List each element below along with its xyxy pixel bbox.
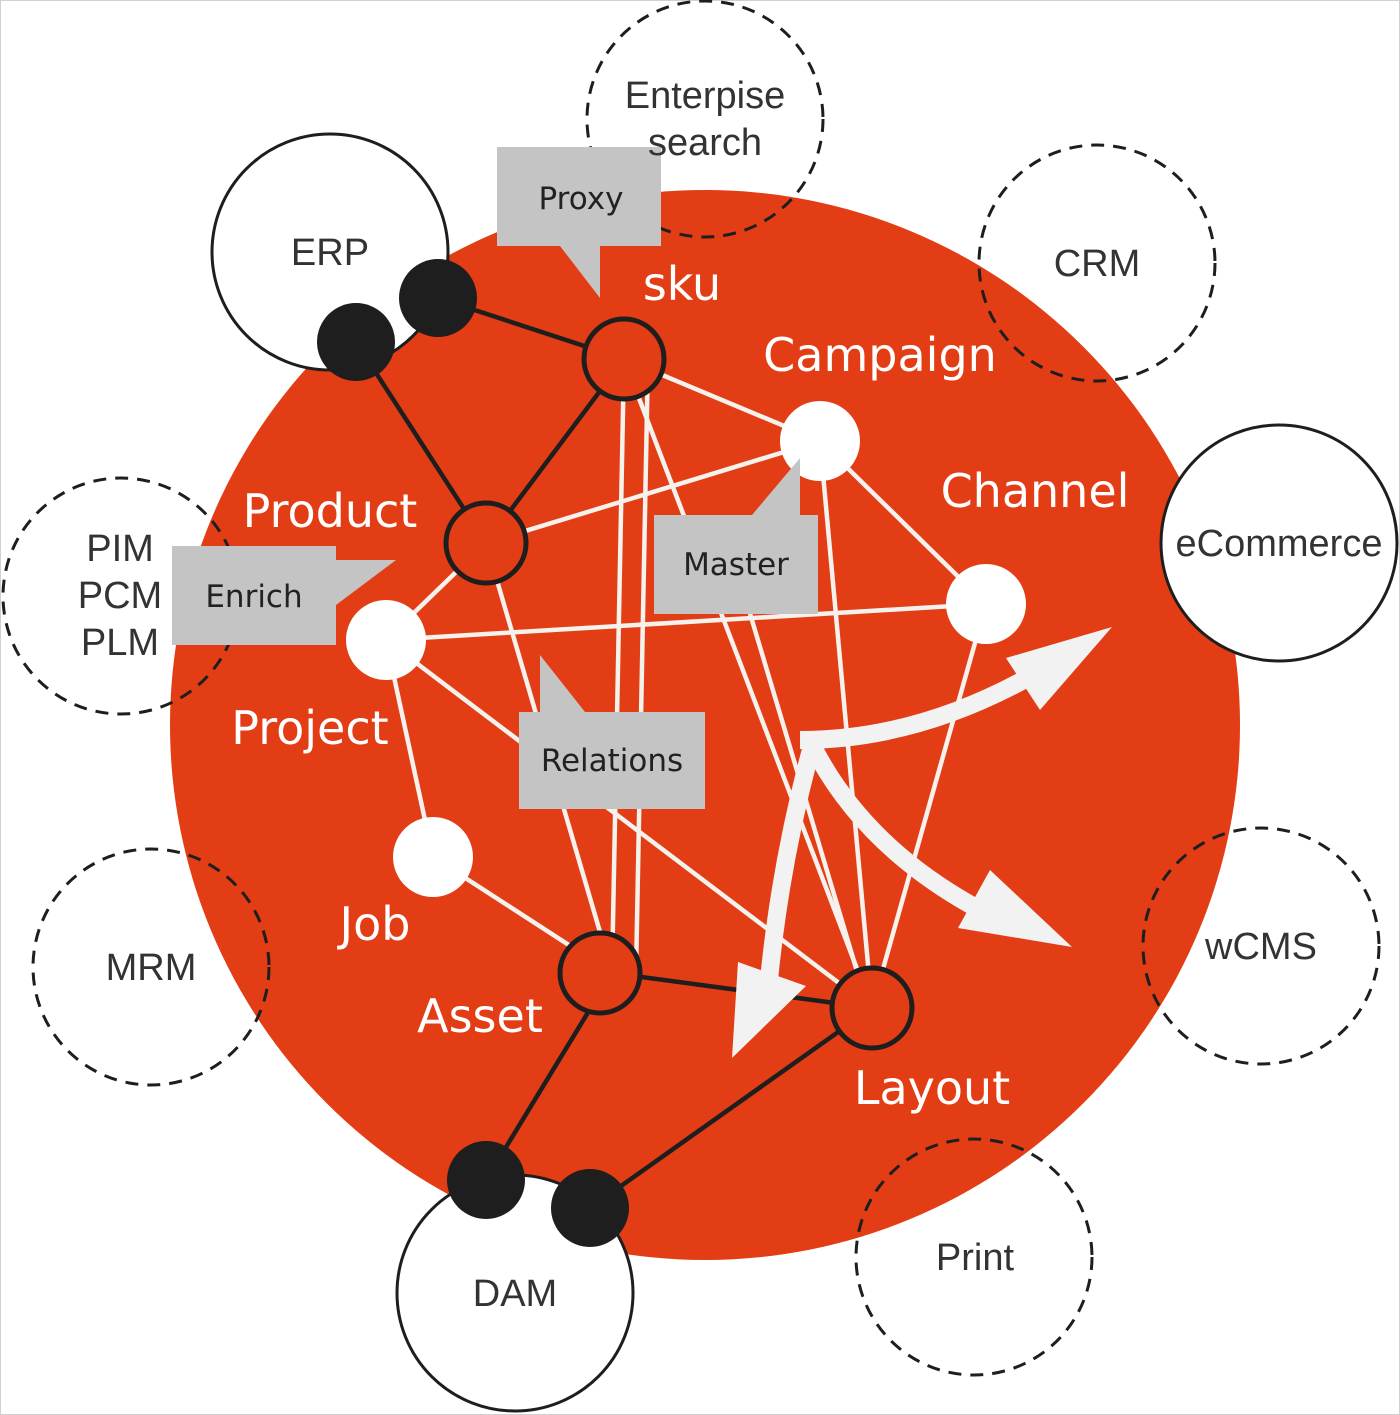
channel-node <box>946 564 1026 644</box>
project-label: Project <box>231 701 388 755</box>
edge-sku-asset-1 <box>609 358 627 974</box>
arrow-to-wcms-head <box>958 870 1072 947</box>
campaign-label: Campaign <box>763 328 997 382</box>
arrow-to-print <box>759 732 824 991</box>
wcms-circle <box>1141 826 1381 1066</box>
edge-channel-layout <box>869 603 989 1009</box>
asset-node <box>557 930 643 1016</box>
pim-label-line2: PCM <box>78 575 162 617</box>
edge-sku-layout <box>621 358 875 1009</box>
mrm-circle <box>31 847 271 1087</box>
ecommerce-label: eCommerce <box>1176 523 1383 565</box>
erp-connector-dot-2 <box>317 303 395 381</box>
edge-sku-asset-2 <box>633 358 651 974</box>
dam-connector-dot-1 <box>447 1141 525 1219</box>
relations-callout: Relations <box>519 655 705 809</box>
proxy-callout-label: Proxy <box>539 181 624 217</box>
edge-campaign-layout <box>817 440 875 1009</box>
enterprise-search-circle <box>585 0 825 239</box>
layout-label: Layout <box>854 1061 1010 1115</box>
mrm-label: MRM <box>106 947 197 989</box>
proxy-callout: Proxy <box>497 147 661 298</box>
pim-label-line3: PLM <box>81 622 159 664</box>
ecommerce-circle <box>1159 423 1399 663</box>
enrich-callout: Enrich <box>172 546 396 645</box>
crm-circle <box>977 143 1217 383</box>
dam-connector-dot-2 <box>551 1169 629 1247</box>
master-callout: Master <box>654 458 818 614</box>
product-node <box>443 500 529 586</box>
crm-label: CRM <box>1054 243 1141 285</box>
asset-label: Asset <box>417 989 543 1043</box>
relations-callout-label: Relations <box>541 743 683 779</box>
layout-node <box>829 965 915 1051</box>
edge-project-channel <box>385 601 987 643</box>
enterprise-search-label-line1: Enterpise <box>625 75 786 117</box>
print-label: Print <box>936 1237 1015 1279</box>
distribution-arrows <box>732 627 1112 1058</box>
erp-label: ERP <box>291 232 369 274</box>
product-label: Product <box>243 484 418 538</box>
arrow-to-ecommerce-head <box>1006 627 1112 710</box>
enterprise-search-label-line2: search <box>648 122 762 164</box>
job-label: Job <box>337 897 411 951</box>
edge-layout-dam <box>588 1006 874 1210</box>
erp-connector-dot-1 <box>399 259 477 337</box>
dam-label: DAM <box>473 1273 557 1315</box>
print-circle <box>854 1137 1094 1377</box>
master-callout-label: Master <box>683 547 789 583</box>
edge-product-campaign <box>485 438 821 546</box>
sku-label: sku <box>643 257 721 311</box>
enrich-callout-label: Enrich <box>205 579 302 615</box>
wcms-label: wCMS <box>1204 926 1317 968</box>
channel-label: Channel <box>941 464 1130 518</box>
pim-label-line1: PIM <box>86 528 154 570</box>
job-node <box>393 817 473 897</box>
arrow-to-print-head <box>732 962 806 1058</box>
sku-node <box>581 316 667 402</box>
edge-project-layout <box>384 638 874 1010</box>
project-node <box>346 600 426 680</box>
